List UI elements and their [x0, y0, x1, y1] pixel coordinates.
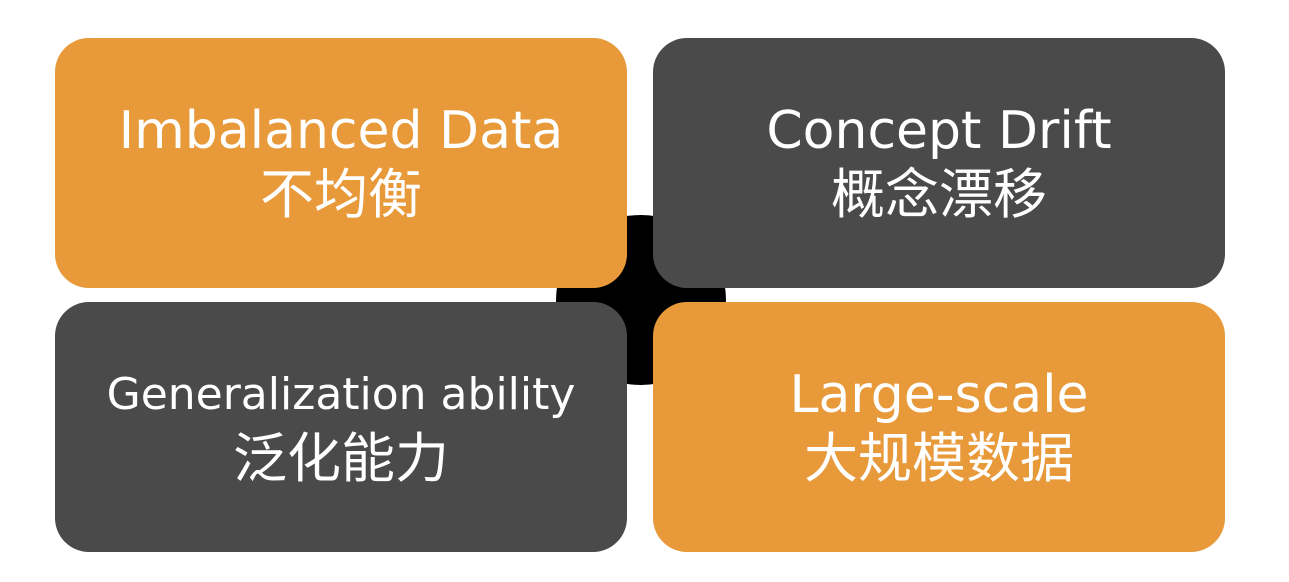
tile-generalization-ability: Generalization ability 泛化能力: [55, 302, 627, 552]
tile-title-zh: 泛化能力: [233, 427, 449, 490]
tile-title-zh: 不均衡: [260, 163, 422, 226]
tile-imbalanced-data: Imbalanced Data 不均衡: [55, 38, 627, 288]
tile-title-zh: 大规模数据: [804, 427, 1074, 490]
tile-title-en: Generalization ability: [106, 369, 576, 420]
tile-title-en: Concept Drift: [766, 101, 1112, 161]
tile-title-en: Imbalanced Data: [118, 101, 564, 161]
tile-title-en: Large-scale: [789, 365, 1089, 425]
tile-large-scale: Large-scale 大规模数据: [653, 302, 1225, 552]
tile-title-zh: 概念漂移: [831, 163, 1047, 226]
tile-concept-drift: Concept Drift 概念漂移: [653, 38, 1225, 288]
